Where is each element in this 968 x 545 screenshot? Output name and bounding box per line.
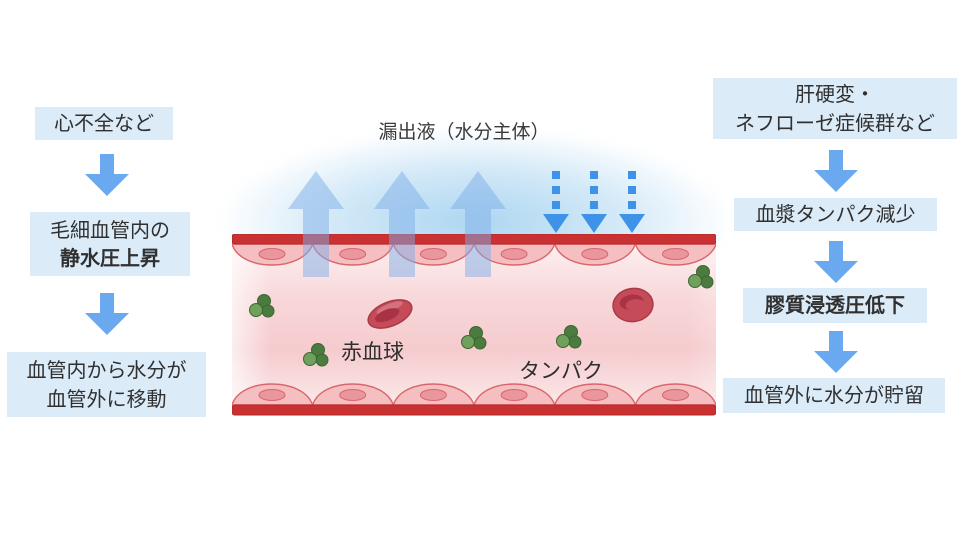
flow-box-water-moves-out: 血管内から水分が 血管外に移動 xyxy=(7,352,206,417)
down-arrow-icon xyxy=(814,150,858,192)
flow-box-line: 静水圧上昇 xyxy=(60,246,160,270)
vessel-wall-bottom xyxy=(232,404,716,416)
up-arrow-icon xyxy=(450,171,506,277)
leak-fluid-label: 漏出液（水分主体） xyxy=(378,121,550,143)
down-arrow-icon xyxy=(814,331,858,373)
flow-box-line: 血漿タンパク減少 xyxy=(755,202,916,227)
flow-box-line: 血管内から水分が xyxy=(26,358,187,383)
flow-box-line: 血管外に移動 xyxy=(46,386,167,411)
protein-label: タンパク xyxy=(519,359,603,383)
flow-box-oncotic-pressure-decrease: 膠質浸透圧低下 xyxy=(743,288,927,323)
flow-box-line: 肝硬変・ xyxy=(795,82,875,107)
flow-box-plasma-protein-decrease: 血漿タンパク減少 xyxy=(734,198,937,231)
flow-box-line: ネフローゼ症候群など xyxy=(735,110,935,135)
flow-box-line: 毛細血管内の xyxy=(50,217,170,242)
red-blood-cell-icon xyxy=(367,299,413,329)
rbc-label: 赤血球 xyxy=(341,340,404,364)
down-arrow-icon xyxy=(85,154,129,196)
dashed-down-arrow-icon xyxy=(581,171,607,233)
up-arrow-icon xyxy=(288,171,344,277)
flow-box-heart-failure: 心不全など xyxy=(35,107,173,140)
up-arrow-icon xyxy=(374,171,430,277)
flow-box-line: 血管外に水分が貯留 xyxy=(744,383,924,408)
flow-box-hydrostatic-pressure: 毛細血管内の 静水圧上昇 xyxy=(30,212,190,276)
dashed-down-arrow-icon xyxy=(619,171,645,233)
flow-box-cirrhosis-nephrotic: 肝硬変・ ネフローゼ症候群など xyxy=(713,78,957,139)
dashed-down-arrow-icon xyxy=(543,171,569,233)
flow-box-line: 膠質浸透圧低下 xyxy=(765,293,905,318)
flow-box-line: 心不全など xyxy=(54,111,154,136)
down-arrow-icon xyxy=(85,293,129,335)
red-blood-cell-icon xyxy=(612,287,654,323)
down-arrow-icon xyxy=(814,241,858,283)
flow-box-water-retention: 血管外に水分が貯留 xyxy=(723,378,945,413)
